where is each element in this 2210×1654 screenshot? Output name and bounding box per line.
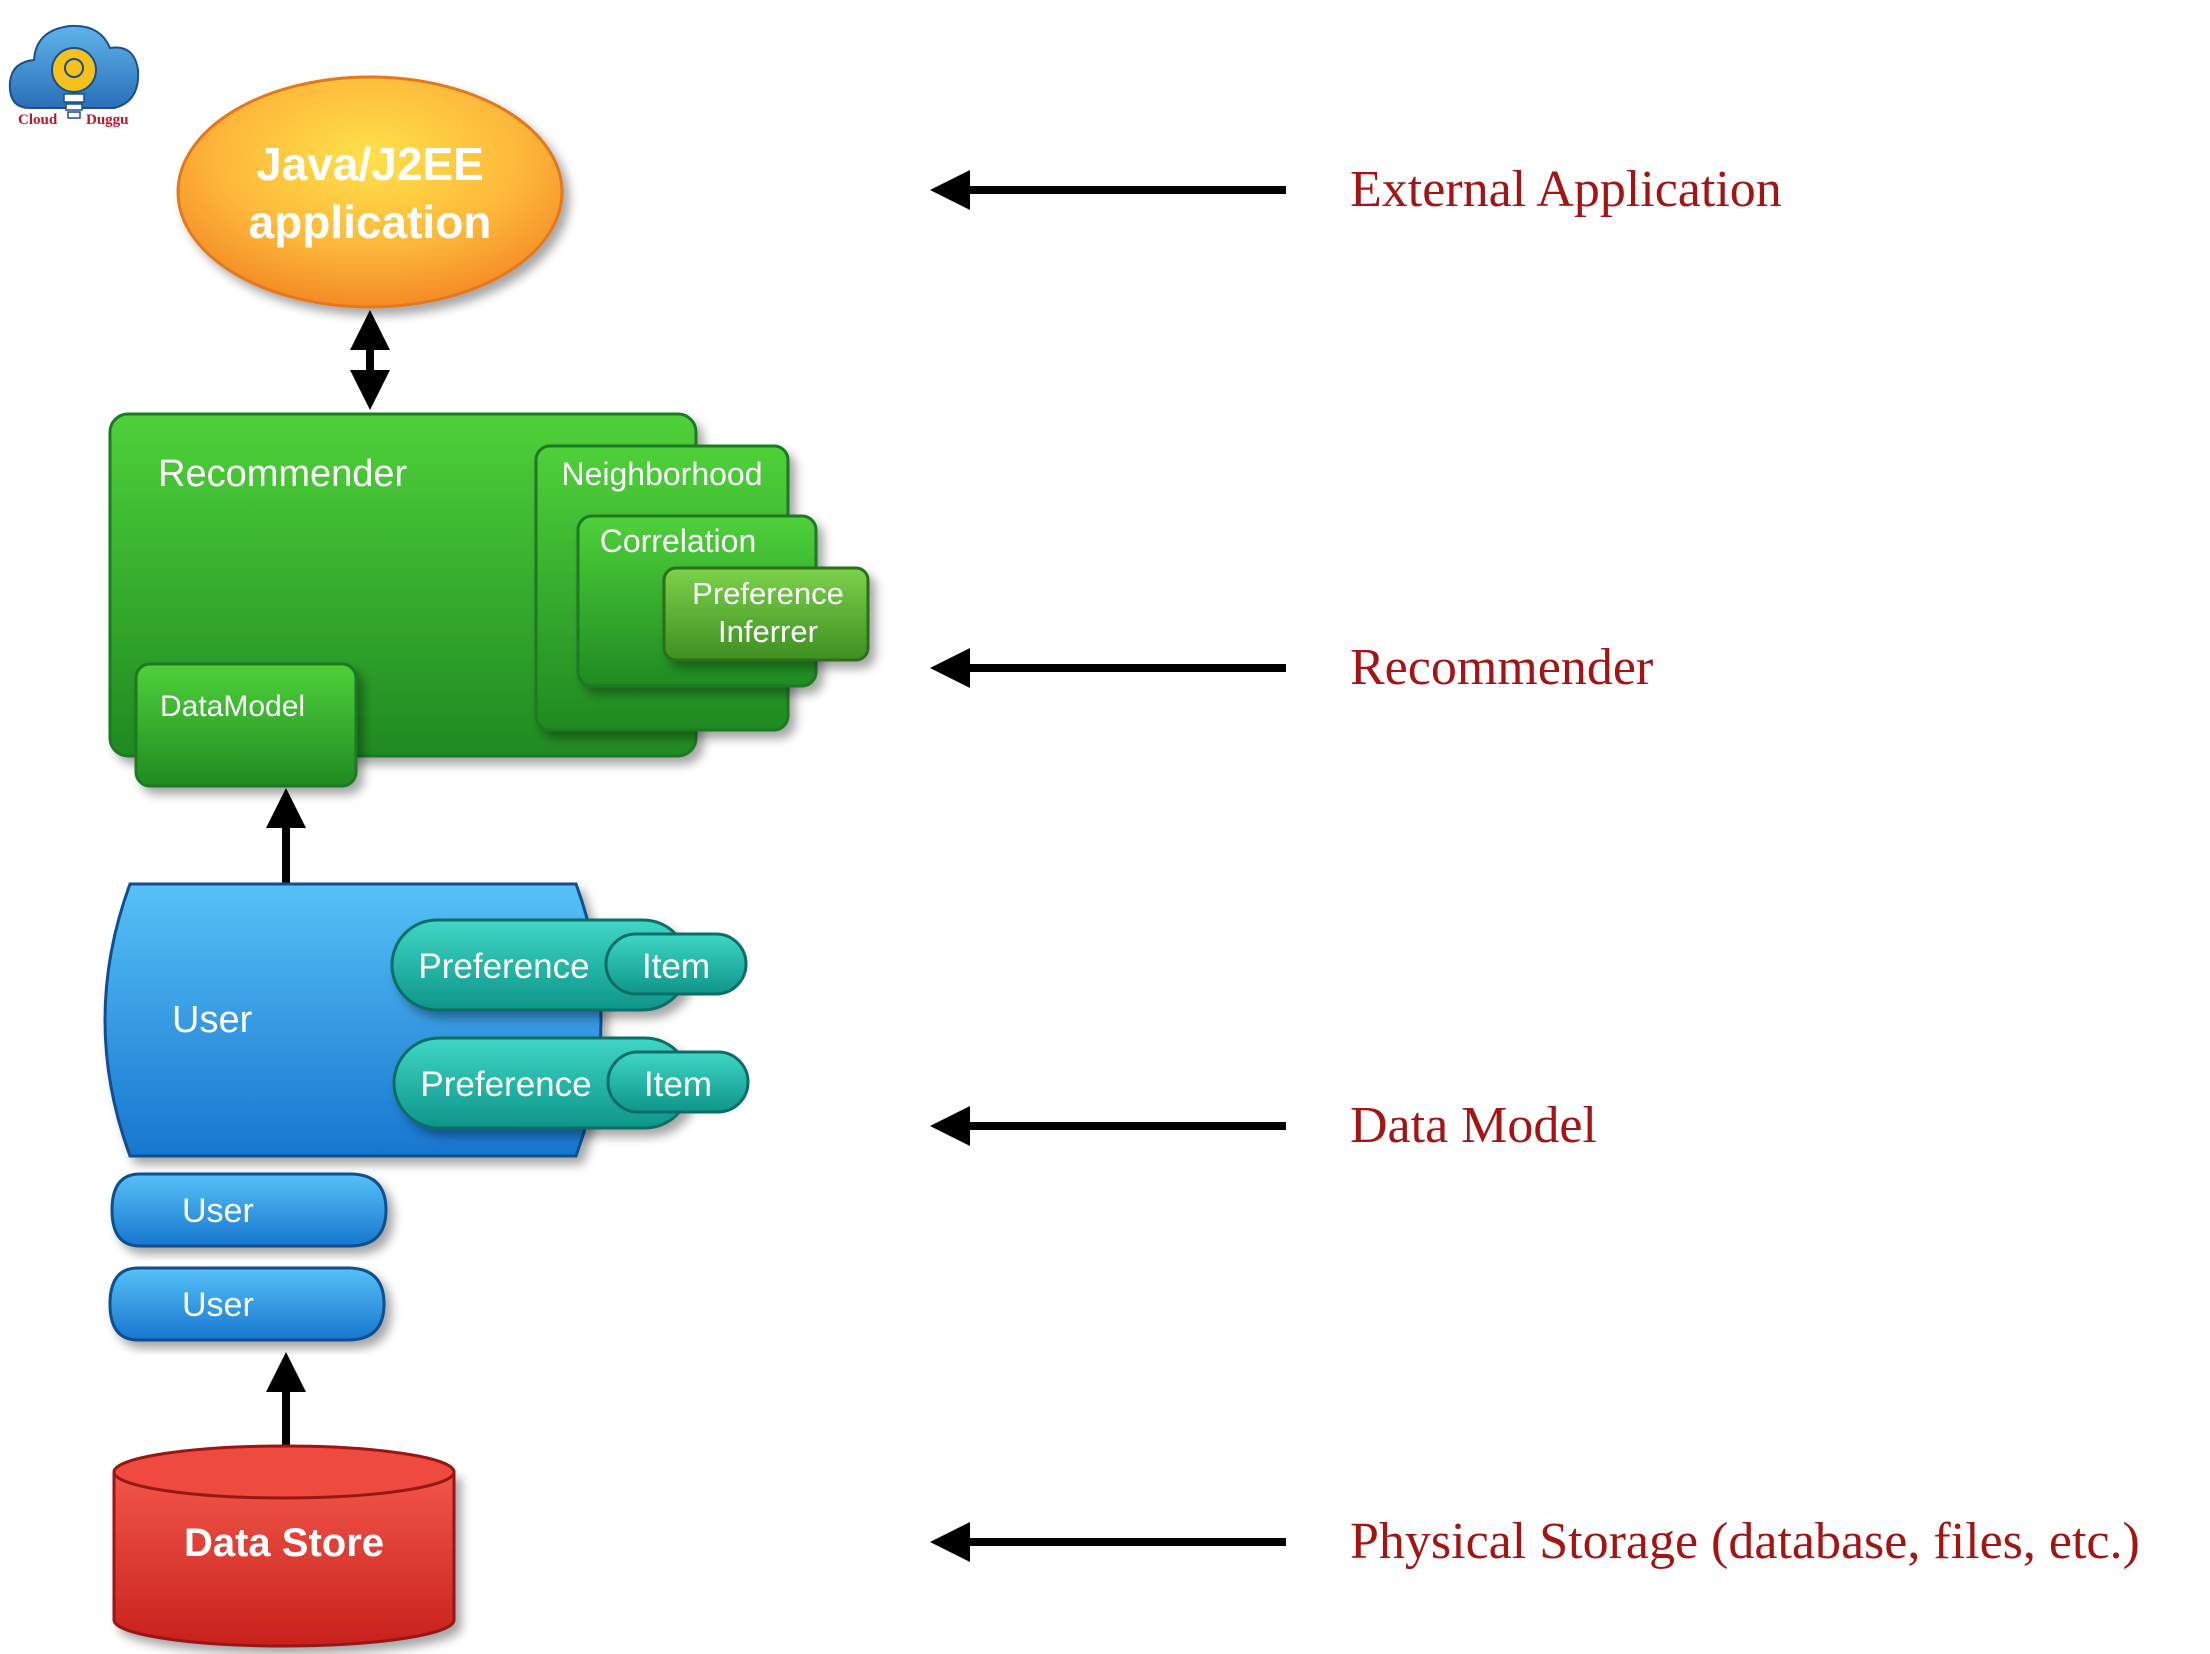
svg-text:Duggu: Duggu xyxy=(86,112,129,128)
layer-label: Physical Storage (database, files, etc.) xyxy=(1350,1513,2140,1570)
recommender-title: Recommender xyxy=(158,453,408,495)
user-pill xyxy=(108,1266,386,1342)
correlation-label: Correlation xyxy=(600,523,757,559)
user-label: User xyxy=(182,1286,254,1324)
preference-inferrer-box xyxy=(662,566,870,662)
datastore-label: Data Store xyxy=(184,1521,384,1565)
inferrer-label-line1: Preference xyxy=(692,576,844,611)
item-label: Item xyxy=(642,947,710,986)
user-data-model: User Preference Item Preference Item Use… xyxy=(103,882,750,1342)
layer-recommender: Recommender xyxy=(930,639,1653,696)
user-main-label: User xyxy=(172,999,253,1041)
preference-label: Preference xyxy=(420,1065,591,1104)
layer-data-model: Data Model xyxy=(930,1097,1597,1154)
inferrer-label-line2: Inferrer xyxy=(718,614,818,649)
recommender-block: Recommender Neighborhood Correlation Pre… xyxy=(108,412,870,788)
app-label-line1: Java/J2EE xyxy=(256,138,484,190)
datamodel-box xyxy=(134,662,358,788)
datamodel-label: DataModel xyxy=(160,690,305,723)
cloudduggu-logo: Cloud Duggu xyxy=(8,24,140,128)
preference-label: Preference xyxy=(418,947,589,986)
user-pill xyxy=(110,1172,388,1248)
layer-label: Recommender xyxy=(1350,639,1653,696)
layer-label: External Application xyxy=(1350,161,1782,218)
app-label-line2: application xyxy=(249,196,492,248)
user-label: User xyxy=(182,1192,254,1230)
neighborhood-label: Neighborhood xyxy=(561,456,762,492)
datastore-cylinder: Data Store xyxy=(112,1444,456,1648)
layer-label: Data Model xyxy=(1350,1097,1597,1154)
item-pill xyxy=(604,932,748,996)
item-pill xyxy=(606,1050,750,1114)
layer-external-application: External Application xyxy=(930,161,1782,218)
svg-text:Cloud: Cloud xyxy=(18,112,58,128)
java-application-node: Java/J2EE application xyxy=(176,75,564,309)
item-label: Item xyxy=(644,1065,712,1104)
layer-physical-storage: Physical Storage (database, files, etc.) xyxy=(930,1513,2140,1570)
